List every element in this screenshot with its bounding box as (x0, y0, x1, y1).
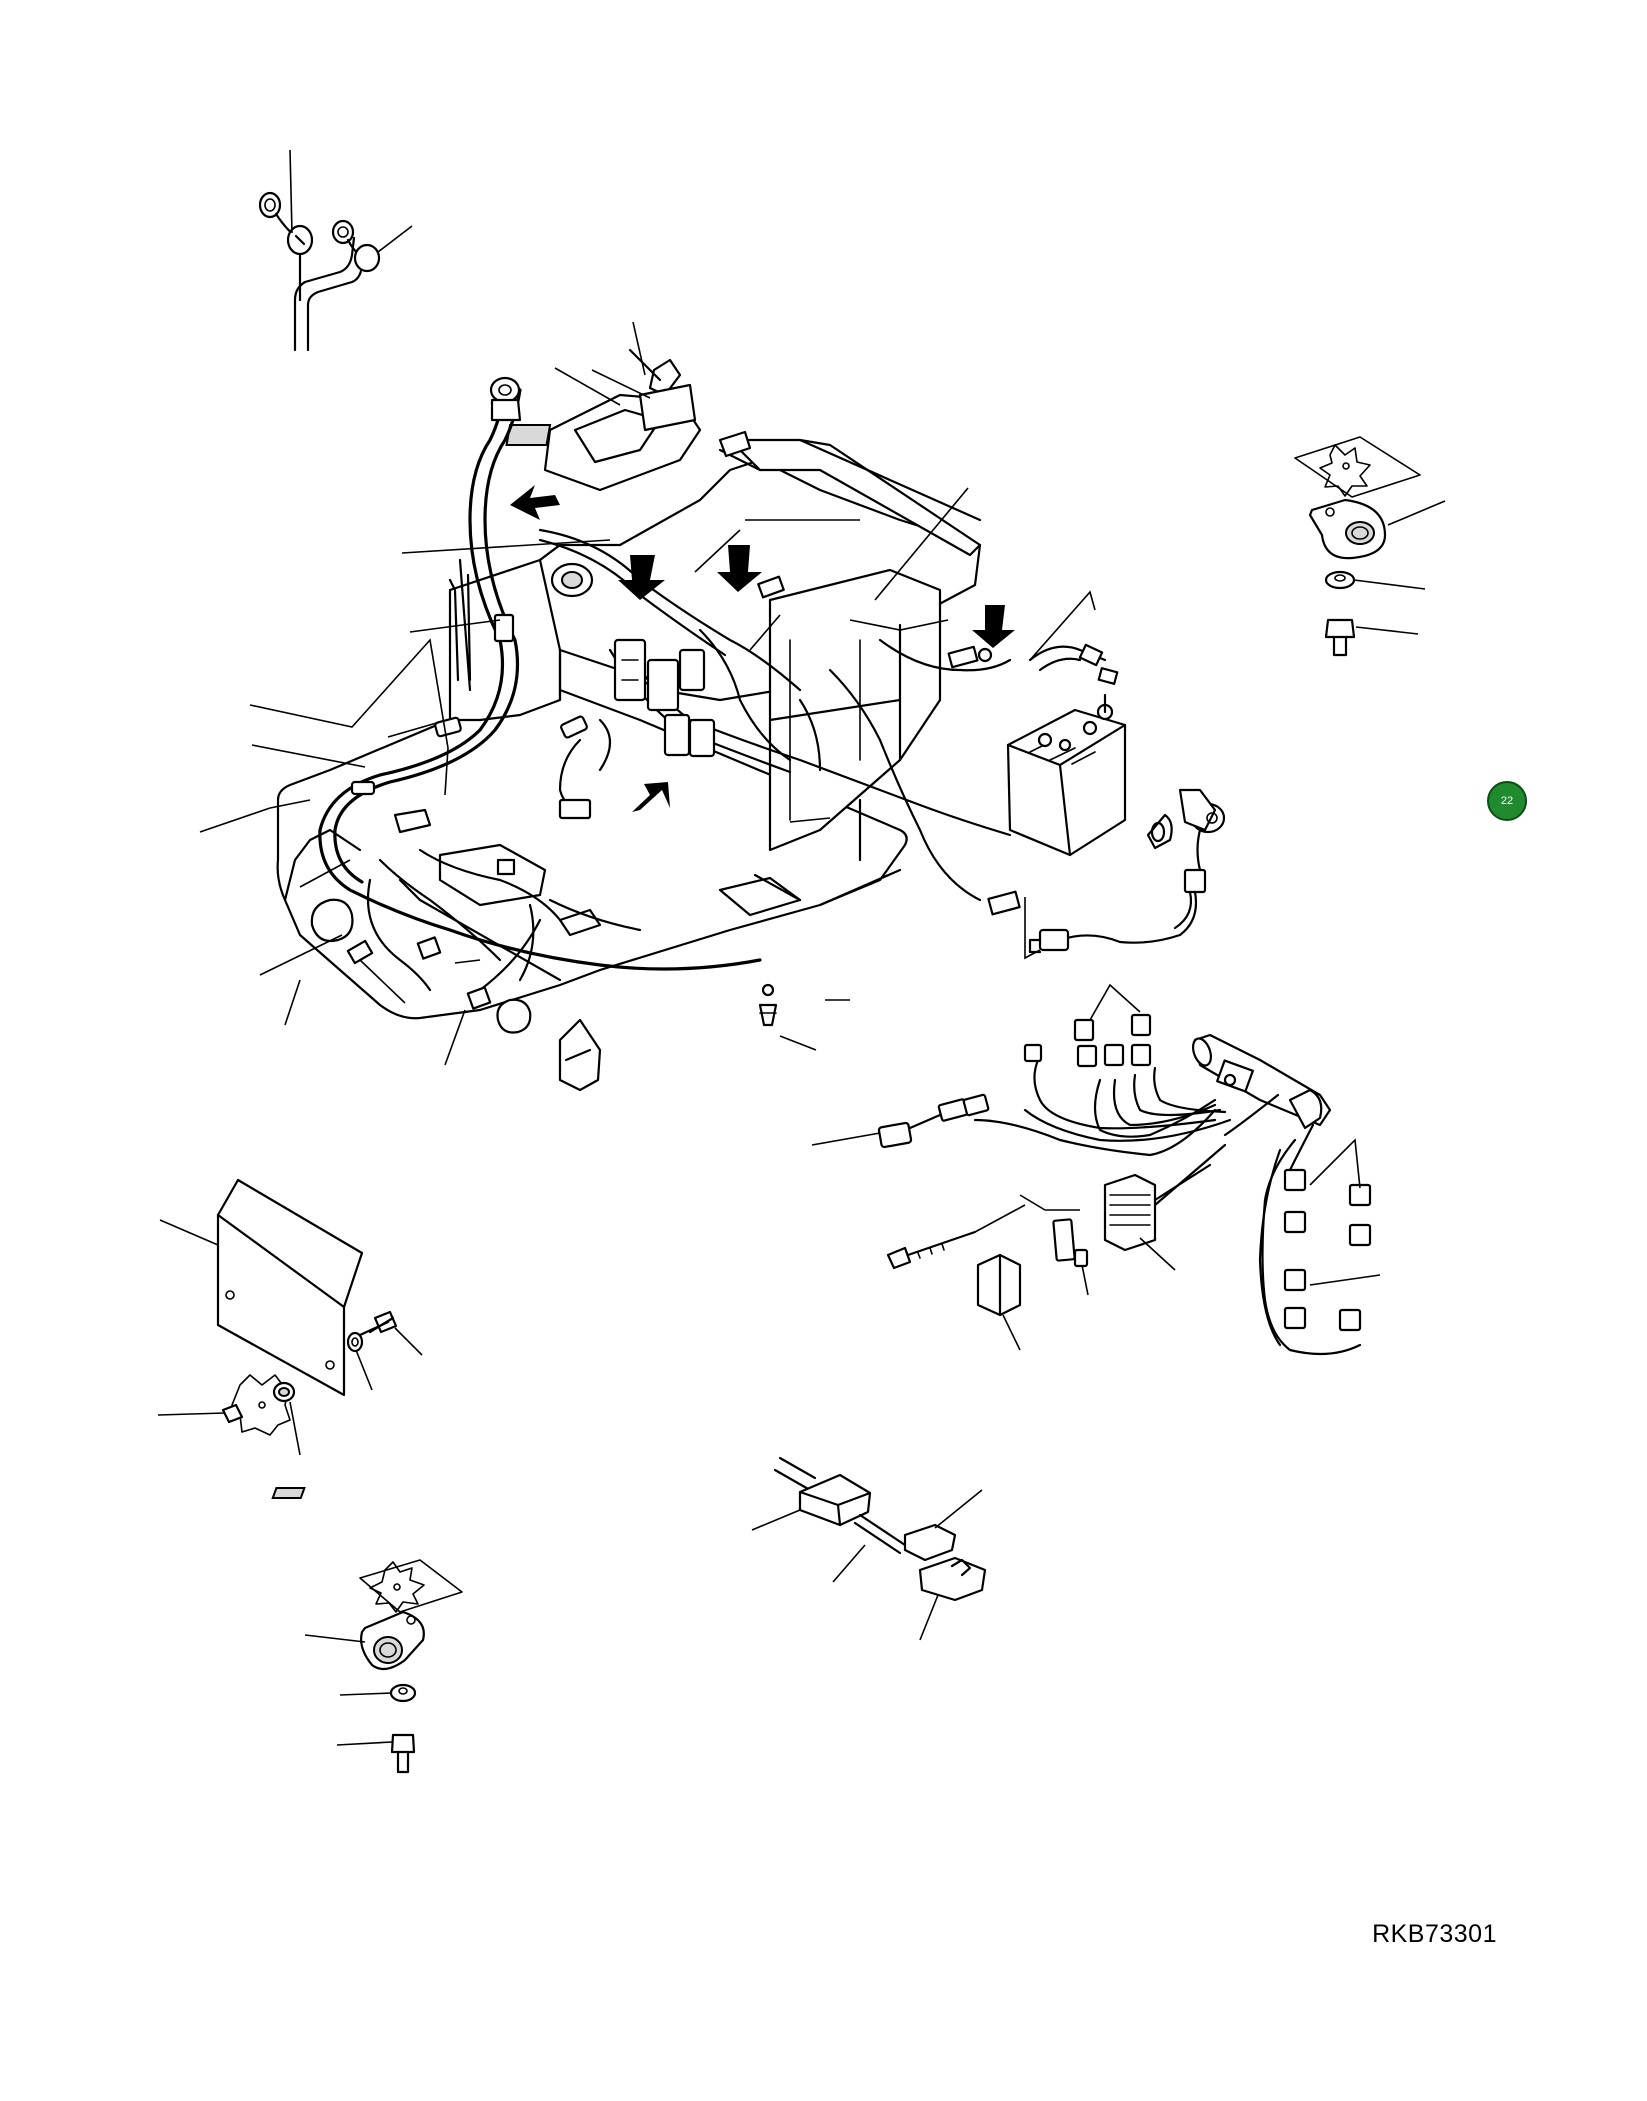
main-leader-lines (200, 322, 968, 1065)
sensor-cable-assembly (1025, 790, 1224, 958)
arrow-marker (632, 782, 670, 812)
drawing-code-label: RKB73301 (1372, 1920, 1497, 1948)
clamp-kit-detail-top-right (1295, 437, 1445, 655)
clamp-kit-detail-bottom-left (305, 1560, 462, 1772)
arrow-marker (510, 485, 560, 520)
arrow-marker (972, 605, 1015, 648)
main-wiring-harness (320, 350, 1020, 1025)
arrow-marker (717, 545, 762, 592)
relay-harness-assembly (812, 985, 1380, 1354)
ground-ring-terminal-detail (260, 150, 412, 350)
operator-floor-frame (278, 395, 980, 1090)
page-number-text: 22 (1500, 795, 1514, 807)
battery-assembly (1008, 592, 1125, 855)
page-number-badge[interactable]: 22 (1487, 781, 1527, 821)
fuse-holder-detail (273, 1458, 985, 1640)
arrow-marker (618, 555, 665, 600)
cover-plate-detail (158, 1180, 422, 1455)
